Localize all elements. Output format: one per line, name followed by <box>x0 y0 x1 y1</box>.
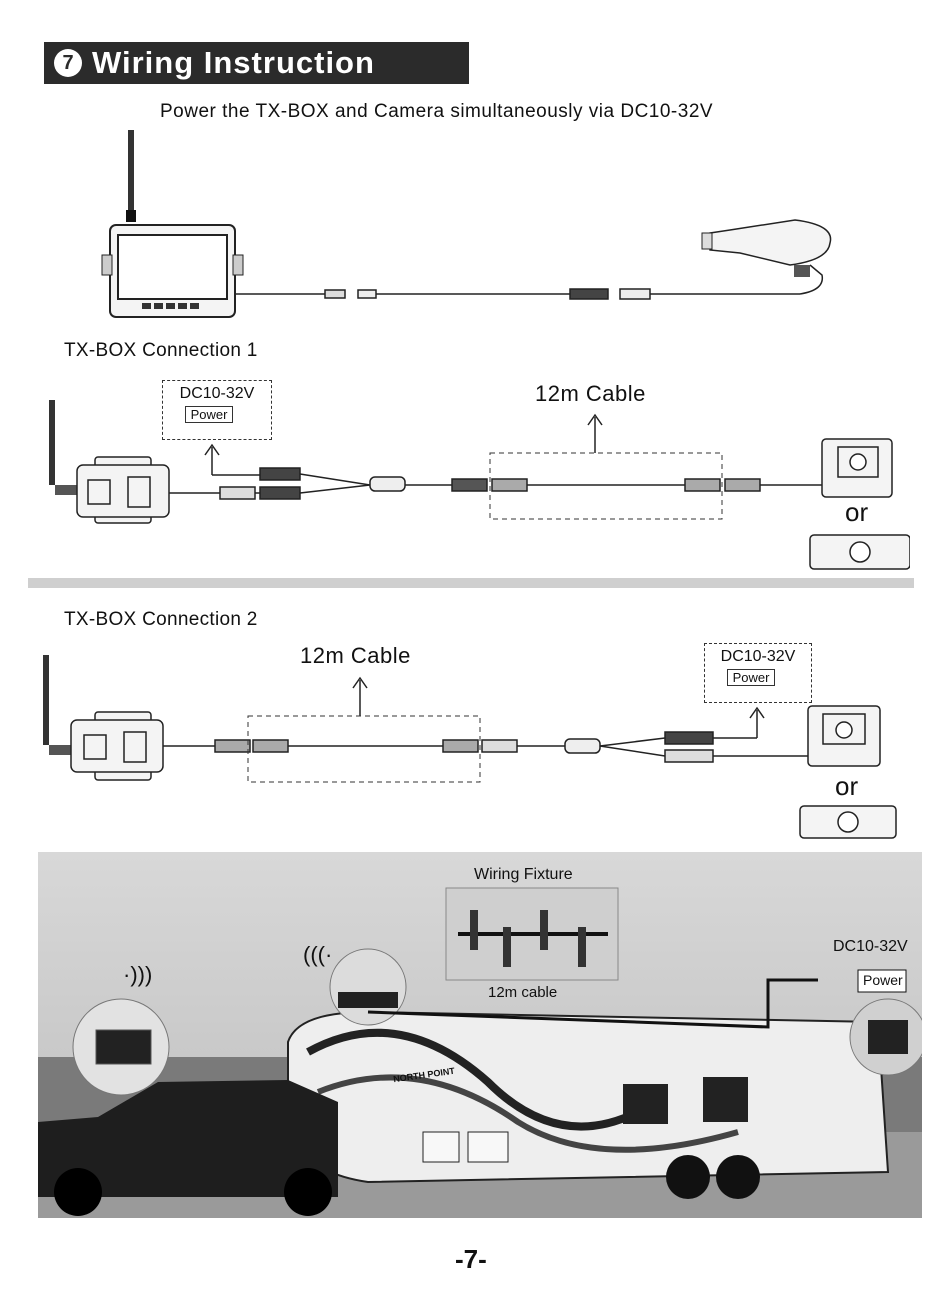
tx-box-antenna-icon <box>43 655 71 755</box>
tx-box-antenna-icon <box>49 400 77 495</box>
section-title: Wiring Instruction <box>92 45 375 81</box>
connection2-cabling <box>163 678 810 762</box>
wifi-signal-icon: ·))) <box>123 962 152 987</box>
tx-box-illustration <box>71 712 163 780</box>
wiring-fixture-label: Wiring Fixture <box>474 866 573 884</box>
cigarette-lighter-plug <box>702 220 831 277</box>
camera-plate-icon <box>800 806 896 838</box>
photo-power-label: Power <box>863 972 903 988</box>
tx-box-illustration <box>77 457 169 523</box>
section-title-bar: 7 Wiring Instruction <box>44 42 469 84</box>
rv-photo-illustration: ·))) (((· <box>38 852 922 1218</box>
section-number: 7 <box>54 49 82 77</box>
connection2-label: TX-BOX Connection 2 <box>64 609 258 631</box>
camera-plate-icon <box>810 535 910 569</box>
connection2-or-label: or <box>835 771 858 802</box>
monitor-power-diagram <box>90 125 850 325</box>
rv-installation-photo: ·))) (((· Wiring Fixture 12m cable DC10-… <box>38 852 922 1218</box>
camera-box-icon <box>822 439 892 497</box>
photo-cable-label: 12m cable <box>488 984 557 1001</box>
connection1-label: TX-BOX Connection 1 <box>64 340 258 362</box>
photo-power-range: DC10-32V <box>833 938 908 956</box>
connection1-or-label: or <box>845 497 868 528</box>
camera-box-icon <box>808 706 880 766</box>
connection1-cabling <box>169 415 855 499</box>
section-divider <box>28 578 914 588</box>
power-instruction-text: Power the TX-BOX and Camera simultaneous… <box>160 101 713 123</box>
monitor-power-cable <box>235 265 822 299</box>
connection2-diagram <box>40 650 910 850</box>
page-number: -7- <box>455 1244 487 1275</box>
wifi-signal-icon-2: (((· <box>303 942 332 967</box>
monitor-illustration <box>102 130 243 317</box>
connection1-diagram <box>40 395 910 575</box>
